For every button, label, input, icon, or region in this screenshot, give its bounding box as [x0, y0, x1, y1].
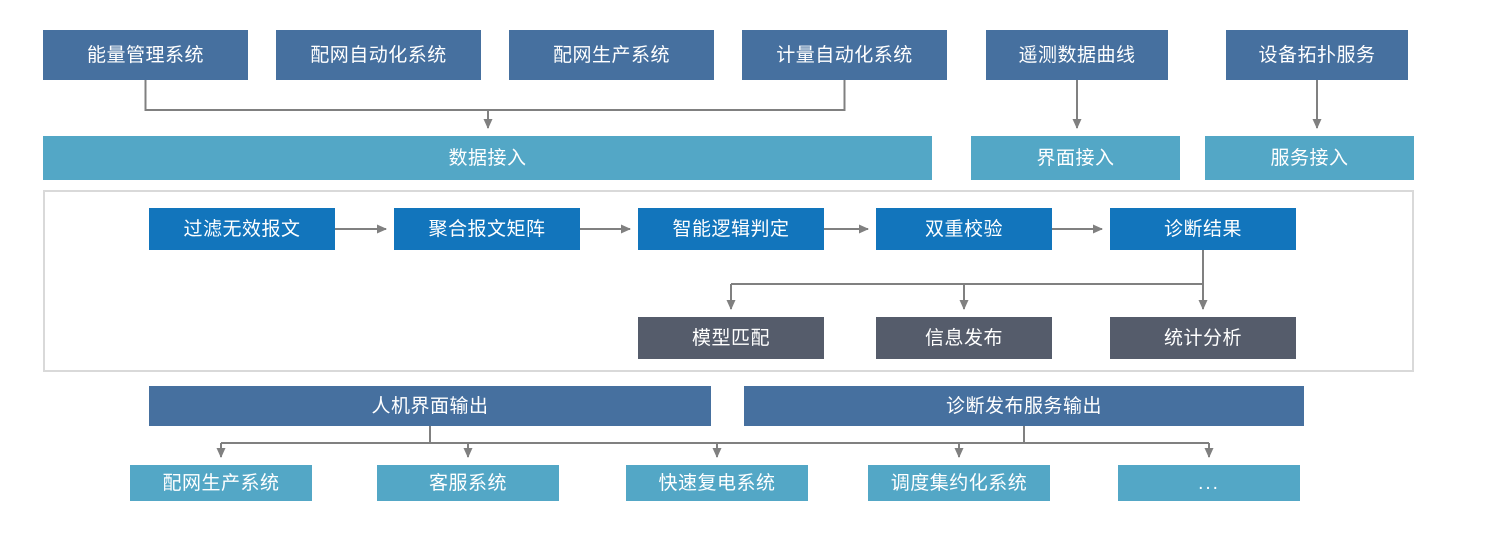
sink-label: 快速复电系统	[658, 472, 776, 494]
pipeline-step-intelligent-logic-judgement[interactable]: 智能逻辑判定	[638, 208, 824, 250]
source-label: 计量自动化系统	[776, 44, 913, 66]
pipeline-step-aggregate-message-matrix[interactable]: 聚合报文矩阵	[394, 208, 580, 250]
source-label: 配网生产系统	[552, 44, 670, 66]
sink-box-distribution-production[interactable]: 配网生产系统	[130, 465, 312, 501]
result-box-label: 模型匹配	[691, 327, 770, 349]
result-box-statistical-analysis[interactable]: 统计分析	[1110, 317, 1296, 359]
pipeline-step-diagnosis-result[interactable]: 诊断结果	[1110, 208, 1296, 250]
sink-box-fast-restoration[interactable]: 快速复电系统	[626, 465, 808, 501]
sink-label: ...	[1198, 472, 1220, 494]
output-bar-label: 诊断发布服务输出	[945, 395, 1102, 417]
pipeline-step-label: 诊断结果	[1163, 218, 1242, 240]
output-bar-hmi[interactable]: 人机界面输出	[149, 386, 711, 426]
source-label: 能量管理系统	[86, 44, 204, 66]
source-box-metering-automation[interactable]: 计量自动化系统	[742, 30, 947, 80]
pipeline-step-double-verification[interactable]: 双重校验	[876, 208, 1052, 250]
source-label: 设备拓扑服务	[1258, 44, 1376, 66]
pipeline-step-filter-invalid-messages[interactable]: 过滤无效报文	[149, 208, 335, 250]
output-bar-diagnosis-publish-service[interactable]: 诊断发布服务输出	[744, 386, 1304, 426]
diagnosis-pipeline-panel	[43, 190, 1414, 372]
sink-box-customer-service[interactable]: 客服系统	[377, 465, 559, 501]
source-box-distribution-automation[interactable]: 配网自动化系统	[276, 30, 481, 80]
access-bar-data[interactable]: 数据接入	[43, 136, 932, 180]
sink-box-more[interactable]: ...	[1118, 465, 1300, 501]
access-label: 数据接入	[448, 147, 527, 169]
source-label: 配网自动化系统	[310, 44, 447, 66]
sink-label: 调度集约化系统	[890, 472, 1028, 494]
pipeline-step-label: 过滤无效报文	[183, 218, 301, 240]
access-label: 界面接入	[1036, 147, 1115, 169]
pipeline-step-label: 双重校验	[924, 218, 1003, 240]
source-box-device-topology-service[interactable]: 设备拓扑服务	[1226, 30, 1408, 80]
result-box-label: 统计分析	[1163, 327, 1242, 349]
source-box-energy-management[interactable]: 能量管理系统	[43, 30, 248, 80]
access-bar-ui[interactable]: 界面接入	[971, 136, 1180, 180]
source-box-distribution-production[interactable]: 配网生产系统	[509, 30, 714, 80]
edge-sources-bus	[144, 80, 846, 111]
result-box-model-matching[interactable]: 模型匹配	[638, 317, 824, 359]
source-box-telemetry-curve[interactable]: 遥测数据曲线	[986, 30, 1168, 80]
output-bar-label: 人机界面输出	[371, 395, 489, 417]
sink-box-dispatch-intensive[interactable]: 调度集约化系统	[868, 465, 1050, 501]
sink-label: 配网生产系统	[162, 472, 280, 494]
pipeline-step-label: 智能逻辑判定	[672, 218, 790, 240]
result-box-label: 信息发布	[924, 327, 1003, 349]
pipeline-step-label: 聚合报文矩阵	[428, 218, 546, 240]
access-label: 服务接入	[1270, 147, 1349, 169]
access-bar-service[interactable]: 服务接入	[1205, 136, 1414, 180]
result-box-information-publishing[interactable]: 信息发布	[876, 317, 1052, 359]
source-label: 遥测数据曲线	[1018, 44, 1136, 66]
sink-label: 客服系统	[428, 472, 507, 494]
